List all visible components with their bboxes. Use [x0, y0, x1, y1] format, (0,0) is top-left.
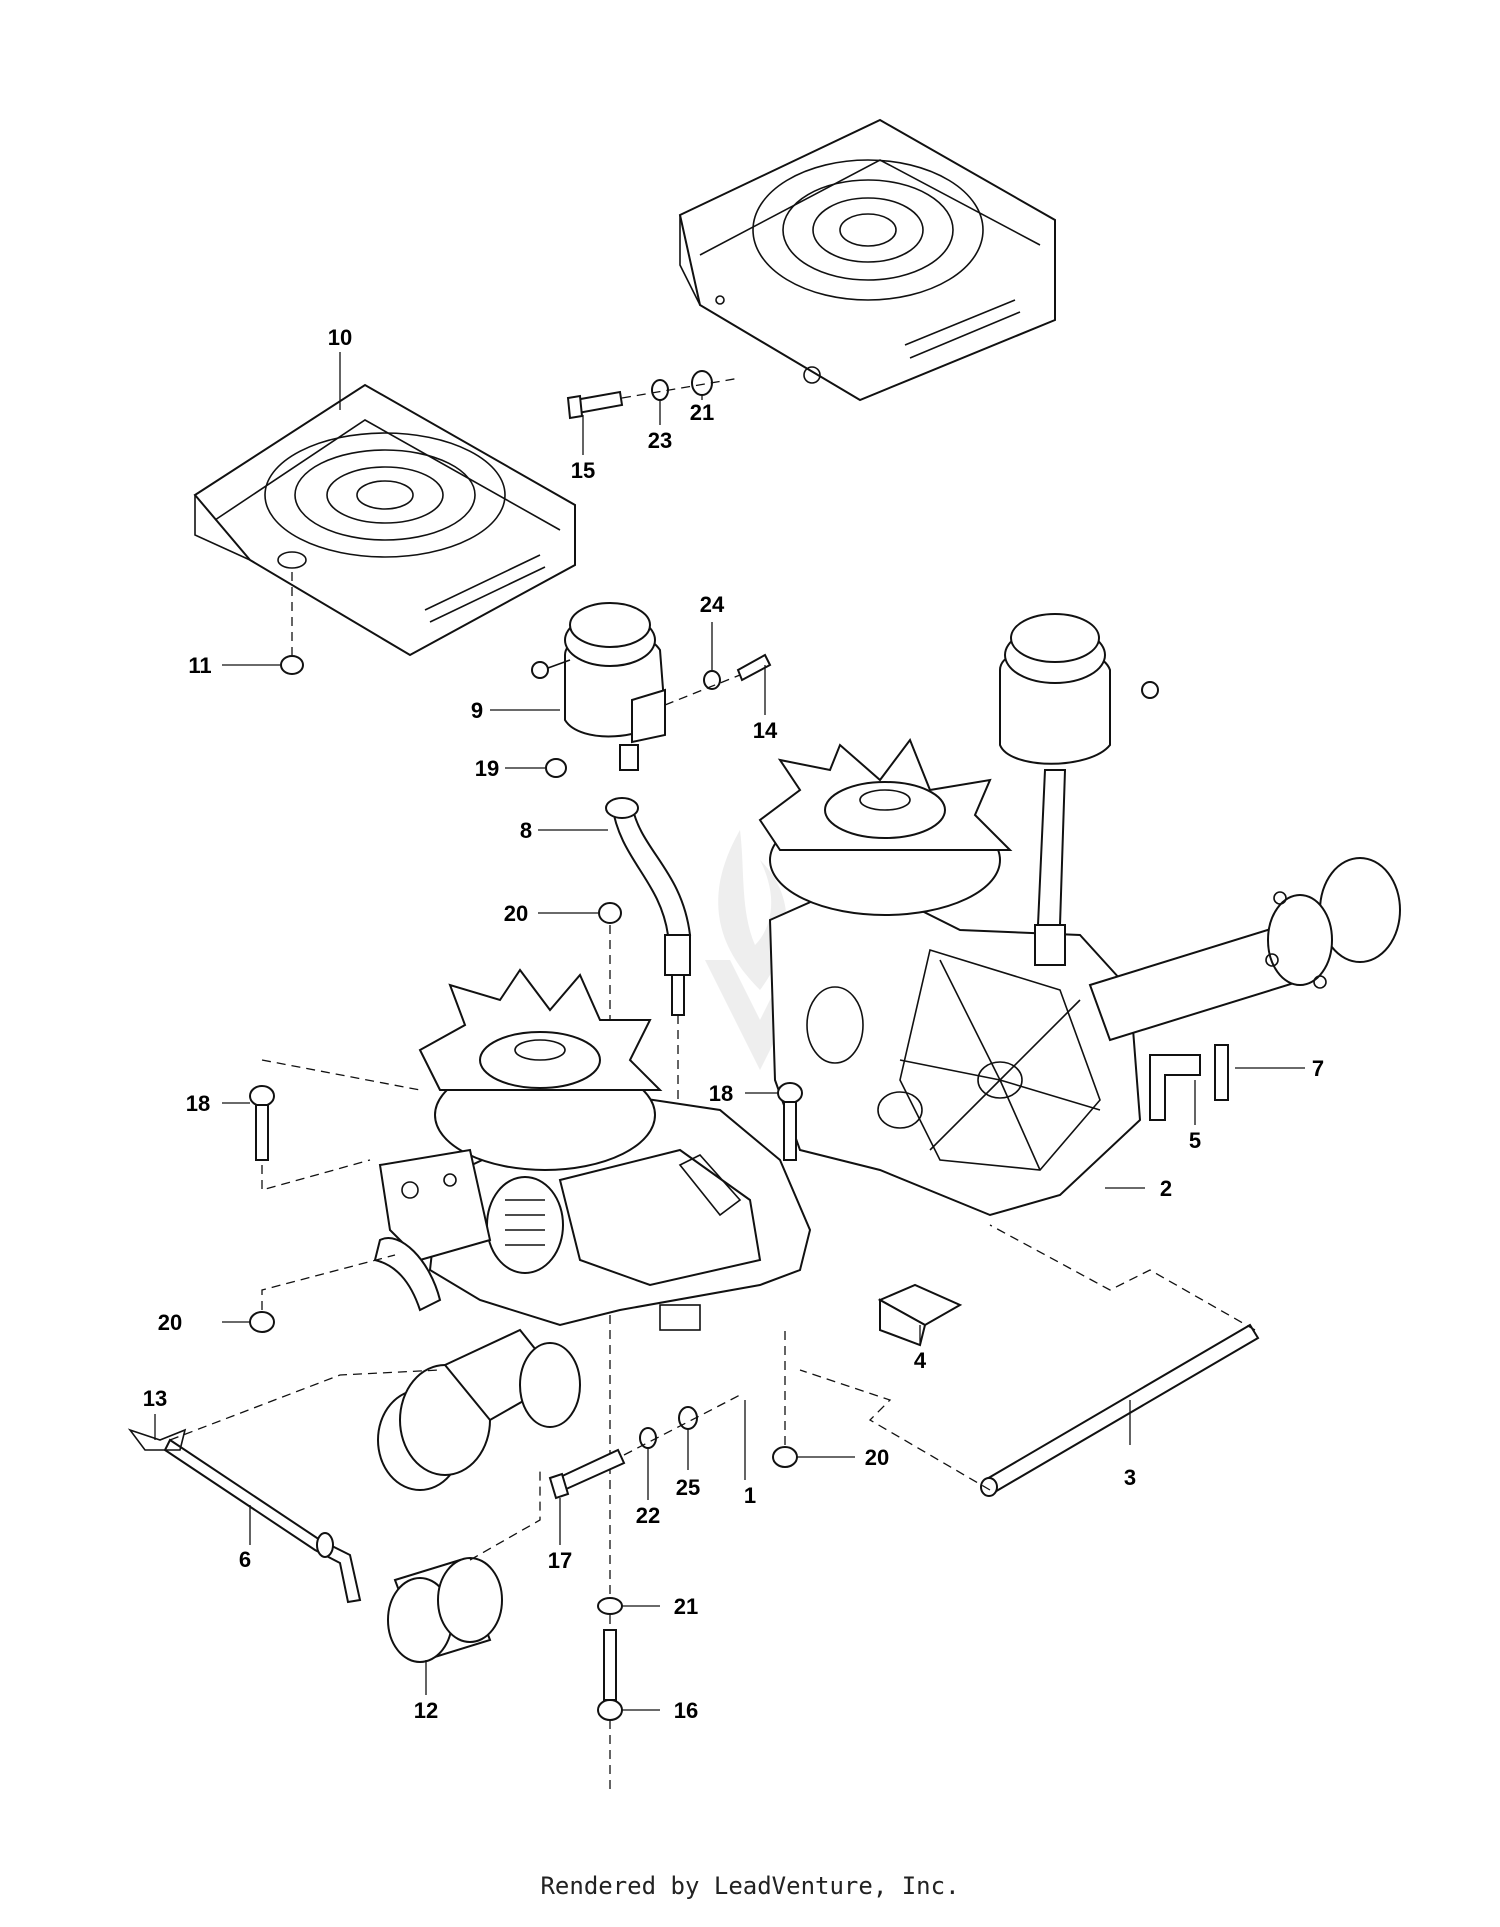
hose-8[interactable] — [605, 797, 692, 1300]
washer-23[interactable] — [651, 379, 669, 401]
bolt-15[interactable] — [566, 390, 624, 420]
bolt-18-center[interactable] — [777, 1082, 803, 1161]
washer-21-lower[interactable] — [597, 1597, 623, 1615]
callout-labels: 10 15 23 21 11 24 9 14 19 8 20 18 18 7 5… — [143, 325, 1324, 1723]
top-shield-right[interactable] — [678, 118, 1056, 402]
callout-23: 23 — [648, 428, 672, 453]
callout-7: 7 — [1312, 1056, 1324, 1081]
nut-20-right[interactable] — [772, 1330, 798, 1468]
callout-20-right: 20 — [865, 1445, 889, 1470]
transaxle-right[interactable] — [758, 613, 1401, 1217]
callout-25: 25 — [676, 1475, 700, 1500]
render-credit: Rendered by LeadVenture, Inc. — [540, 1872, 960, 1900]
nut-19[interactable] — [545, 758, 567, 778]
callout-12: 12 — [414, 1698, 438, 1723]
callout-18-left: 18 — [186, 1091, 210, 1116]
callout-4: 4 — [914, 1348, 927, 1373]
nut-11[interactable] — [280, 572, 304, 675]
callout-13: 13 — [143, 1386, 167, 1411]
callout-16: 16 — [674, 1698, 698, 1723]
callout-21-lower: 21 — [674, 1594, 698, 1619]
callout-1: 1 — [744, 1483, 756, 1508]
leader-lines — [154, 352, 1305, 1711]
washer-21-top[interactable] — [691, 370, 713, 396]
callout-9: 9 — [471, 698, 483, 723]
rod-3[interactable] — [799, 1224, 1260, 1497]
callout-15: 15 — [571, 458, 595, 483]
bolt-14[interactable] — [736, 653, 772, 682]
transaxle-left[interactable] — [373, 968, 963, 1491]
callout-17: 17 — [548, 1548, 572, 1573]
bolt-17[interactable] — [548, 1448, 626, 1500]
callout-14: 14 — [753, 718, 778, 743]
callout-20-upper: 20 — [504, 901, 528, 926]
callout-5: 5 — [1189, 1128, 1201, 1153]
oil-filter-12[interactable] — [387, 1470, 541, 1663]
callout-18-center: 18 — [709, 1081, 733, 1106]
callout-6: 6 — [239, 1547, 251, 1572]
exploded-parts-diagram: 10 15 23 21 11 24 9 14 19 8 20 18 18 7 5… — [127, 118, 1401, 1795]
callout-24: 24 — [700, 592, 725, 617]
callout-3: 3 — [1124, 1465, 1136, 1490]
callout-22: 22 — [636, 1503, 660, 1528]
tube-6[interactable] — [127, 1369, 441, 1604]
bolt-18-left[interactable] — [249, 1059, 421, 1191]
callout-2: 2 — [1160, 1176, 1172, 1201]
callout-21: 21 — [690, 400, 714, 425]
callout-19: 19 — [475, 756, 499, 781]
nut-20-left[interactable] — [249, 1254, 396, 1333]
top-shield-left[interactable] — [193, 383, 576, 657]
callout-11: 11 — [188, 653, 211, 678]
reservoir-left[interactable] — [531, 602, 667, 771]
washer-24[interactable] — [703, 670, 721, 690]
callout-20-left: 20 — [158, 1310, 182, 1335]
callout-10: 10 — [328, 325, 352, 350]
bolt-16[interactable] — [597, 1629, 623, 1721]
callout-8: 8 — [520, 818, 532, 843]
